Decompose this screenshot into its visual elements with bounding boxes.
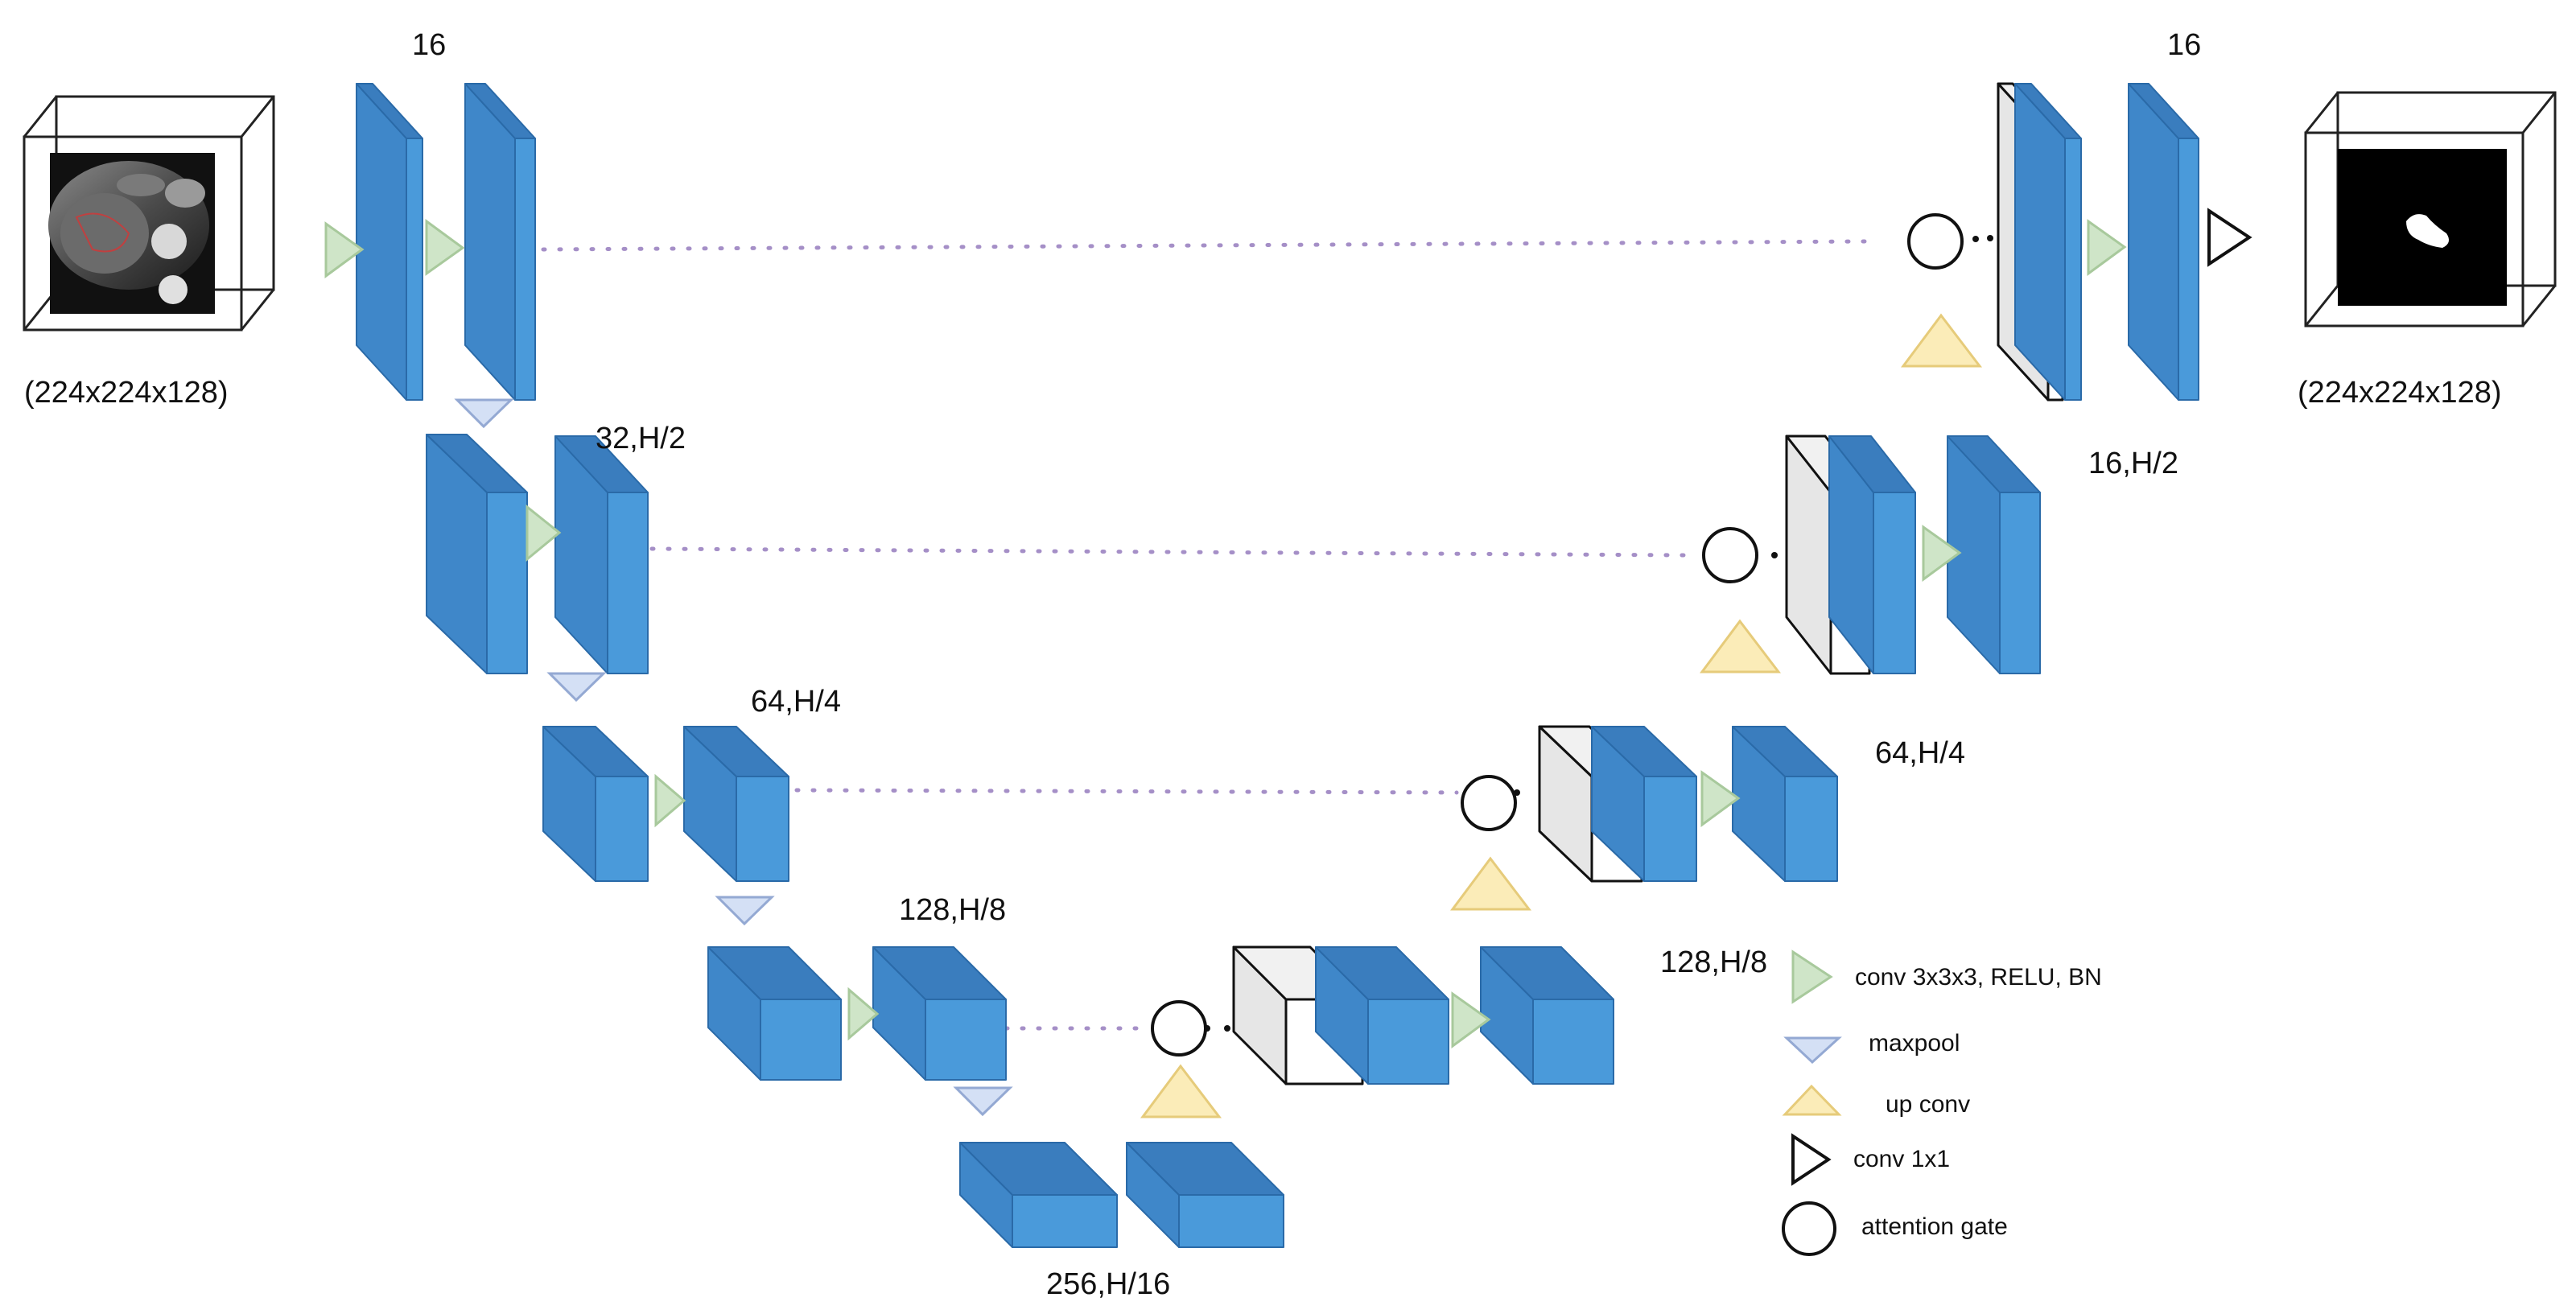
- legend-item-attention: attention gate: [1782, 1201, 2008, 1256]
- decoder-block-level-4: [1480, 946, 1614, 1085]
- attention-gate-level-2: [1702, 527, 1758, 583]
- decoder-concat-block-level-3: [1591, 726, 1697, 882]
- conv-triangle-dec-4: [1451, 991, 1491, 1048]
- upconv-triangle-level-3: [1450, 856, 1532, 911]
- maxpool-triangle-level-1: [454, 398, 514, 429]
- gate-connector-dot: [1771, 552, 1778, 558]
- decoder-concat-block-level-4: [1315, 946, 1449, 1085]
- legend-attention-icon: [1782, 1201, 1836, 1256]
- decoder-level-2-label: 16,H/2: [2088, 447, 2178, 480]
- encoder-level-2-label: 32,H/2: [596, 422, 686, 455]
- conv-triangle-input: [324, 221, 365, 278]
- gate-connector-dot: [1224, 1025, 1230, 1032]
- legend-upconv-icon: [1782, 1084, 1842, 1116]
- upconv-triangle-level-1: [1901, 313, 1983, 368]
- decoder-block-level-1: [2128, 83, 2199, 401]
- gate-connector-dot: [1987, 235, 1993, 241]
- decoder-level-3-label: 64,H/4: [1875, 736, 1965, 770]
- ct-scan-image: [48, 153, 215, 314]
- encoder-block-4a: [707, 946, 842, 1081]
- encoder-level-3-label: 64,H/4: [751, 685, 841, 719]
- legend: conv 3x3x3, RELU, BN maxpool up conv con…: [1782, 949, 2102, 1256]
- decoder-block-level-2: [1947, 435, 2041, 674]
- legend-item-conv1x1: conv 1x1: [1791, 1133, 1950, 1186]
- decoder-level-1-label: 16: [2167, 28, 2201, 62]
- legend-conv1x1-label: conv 1x1: [1853, 1146, 1950, 1172]
- legend-maxpool-icon: [1783, 1036, 1842, 1065]
- legend-conv-label: conv 3x3x3, RELU, BN: [1855, 964, 2102, 991]
- conv-triangle-dec-2: [1922, 525, 1962, 582]
- segmentation-mask-image: [2338, 149, 2507, 306]
- conv-triangle-enc-2: [526, 504, 562, 562]
- upsampled-block-level-4: [1232, 945, 1364, 1085]
- legend-item-conv: conv 3x3x3, RELU, BN: [1791, 949, 2102, 1004]
- encoder-block-2a: [426, 434, 528, 674]
- maxpool-triangle-level-4: [953, 1086, 1013, 1117]
- output-dims-label: (224x224x128): [2298, 376, 2502, 410]
- conv-triangle-enc-4: [847, 987, 880, 1041]
- bottleneck-label: 256,H/16: [1046, 1267, 1170, 1301]
- encoder-block-3b: [683, 726, 789, 882]
- legend-conv-icon: [1791, 949, 1833, 1004]
- skip-connection-level-2: [649, 546, 1692, 558]
- encoder-block-3a: [542, 726, 649, 882]
- maxpool-triangle-level-2: [546, 672, 607, 702]
- upconv-triangle-level-4: [1140, 1064, 1222, 1118]
- legend-conv1x1-icon: [1791, 1133, 1832, 1186]
- maxpool-triangle-level-3: [715, 896, 775, 926]
- decoder-block-level-3: [1732, 726, 1838, 882]
- decoder-concat-block-level-1: [2014, 83, 2082, 401]
- legend-item-upconv: up conv: [1782, 1084, 1970, 1118]
- conv1x1-triangle-output: [2207, 208, 2252, 267]
- conv-triangle-enc-1: [425, 219, 465, 276]
- legend-attention-label: attention gate: [1861, 1213, 2008, 1240]
- legend-maxpool-label: maxpool: [1869, 1030, 1960, 1057]
- attention-gate-level-1: [1907, 213, 1964, 270]
- decoder-level-4-label: 128,H/8: [1660, 945, 1767, 979]
- attention-gate-level-4: [1151, 1000, 1207, 1057]
- input-volume: [23, 95, 275, 332]
- legend-upconv-label: up conv: [1886, 1091, 1970, 1118]
- encoder-block-1b: [464, 83, 536, 401]
- encoder-block-2b: [554, 435, 649, 674]
- conv-triangle-dec-3: [1700, 770, 1741, 827]
- bottleneck-block-a: [959, 1142, 1118, 1248]
- conv-triangle-dec-1: [2087, 219, 2127, 276]
- encoder-block-1a: [356, 83, 423, 401]
- bottleneck-block-b: [1126, 1142, 1284, 1248]
- legend-item-maxpool: maxpool: [1783, 1030, 1960, 1065]
- encoder-block-4b: [872, 946, 1007, 1081]
- skip-connection-level-3: [794, 788, 1459, 795]
- skip-connection-level-1: [541, 239, 1869, 252]
- upconv-triangle-level-2: [1700, 619, 1782, 673]
- input-dims-label: (224x224x128): [24, 376, 229, 410]
- feature-map-blocks: [356, 83, 2199, 1248]
- encoder-level-1-label: 16: [412, 28, 446, 62]
- output-volume: [2304, 91, 2557, 327]
- gate-connector-dot: [1972, 236, 1979, 242]
- attention-gate-level-3: [1461, 775, 1517, 831]
- encoder-level-4-label: 128,H/8: [899, 893, 1006, 927]
- conv-triangle-enc-3: [654, 773, 686, 828]
- decoder-concat-block-level-2: [1828, 435, 1916, 674]
